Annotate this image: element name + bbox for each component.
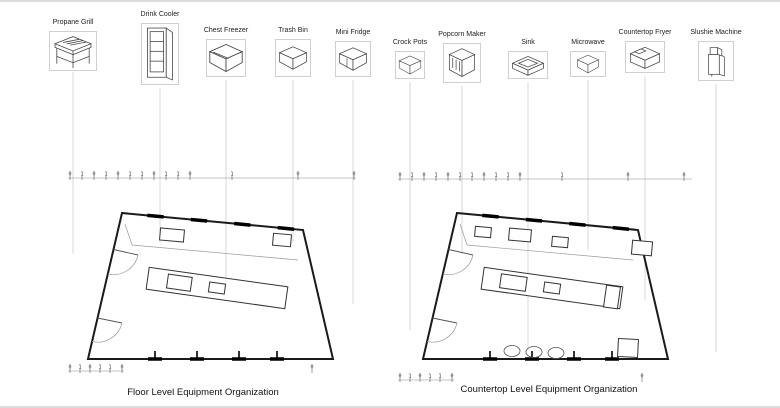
equipment-label: Slushie Machine [690, 29, 742, 36]
right-plan-caption: Countertop Level Equipment Organization [460, 384, 638, 395]
svg-text:1: 1 [80, 172, 83, 178]
drink-cooler-icon [141, 23, 179, 85]
center-island [145, 266, 289, 310]
plan-equipment-rect [602, 284, 622, 310]
svg-text:0: 0 [450, 374, 453, 380]
svg-text:1: 1 [434, 173, 437, 179]
svg-text:1: 1 [104, 172, 107, 178]
svg-text:0: 0 [152, 172, 155, 178]
svg-text:1: 1 [176, 172, 179, 178]
equipment-item-microwave: Microwave [556, 38, 620, 77]
svg-text:0: 0 [296, 172, 299, 178]
svg-text:1: 1 [470, 173, 473, 179]
left-plan-caption: Floor Level Equipment Organization [127, 387, 279, 398]
floor-level-plan [86, 211, 335, 361]
svg-text:0: 0 [310, 365, 313, 371]
equipment-label: Chest Freezer [203, 27, 249, 34]
svg-text:0: 0 [92, 172, 95, 178]
microwave-icon [570, 51, 606, 77]
svg-text:1: 1 [438, 374, 441, 380]
equipment-item-chest-freezer: Chest Freezer [194, 26, 258, 77]
popcorn-maker-icon [443, 43, 481, 83]
plan-equipment-rect [158, 227, 186, 243]
equipment-label: Popcorn Maker [438, 31, 486, 38]
svg-text:1: 1 [494, 173, 497, 179]
equipment-item-trash-bin: Trash Bin [261, 26, 325, 77]
svg-text:1: 1 [560, 173, 563, 179]
door-symbol [91, 249, 139, 343]
svg-text:1: 1 [140, 172, 143, 178]
svg-text:0: 0 [482, 173, 485, 179]
chest-freezer-icon [206, 39, 246, 77]
svg-text:0: 0 [68, 365, 71, 371]
plan-equipment-rect [271, 232, 293, 248]
equipment-item-drink-cooler: Drink Cooler [128, 10, 192, 85]
equipment-item-crock-pots: Crock Pots [378, 38, 442, 79]
right-bottom-dimension: 0 1 0 1 1 0 0 [398, 374, 644, 382]
equipment-label: Crock Pots [392, 39, 428, 46]
equipment-label: Microwave [571, 39, 605, 46]
plan-equipment-rect [507, 227, 533, 243]
svg-text:1: 1 [108, 365, 111, 371]
trash-bin-icon [275, 39, 311, 77]
left-scale-bar: 0 1 0 1 0 1 1 0 1 1 0 1 0 0 [68, 172, 356, 180]
equipment-label: Drink Cooler [140, 11, 180, 18]
plan-equipment-rect [474, 225, 492, 239]
svg-text:1: 1 [78, 365, 81, 371]
plan-equipment-rect [551, 235, 569, 249]
svg-text:0: 0 [398, 173, 401, 179]
equipment-item-propane-grill: Propane Grill [41, 18, 105, 71]
equipment-item-sink: Sink [496, 38, 560, 79]
svg-text:1: 1 [458, 173, 461, 179]
leader-lines [72, 72, 717, 352]
svg-text:0: 0 [120, 365, 123, 371]
svg-text:1: 1 [506, 173, 509, 179]
svg-text:1: 1 [410, 173, 413, 179]
svg-text:1: 1 [408, 374, 411, 380]
crock-pot-circles [503, 345, 565, 359]
svg-text:0: 0 [518, 173, 521, 179]
plan-equipment-rect [630, 239, 654, 257]
equipment-item-slushie-machine: Slushie Machine [684, 28, 748, 81]
mini-fridge-icon [335, 41, 371, 77]
countertop-fryer-icon [625, 41, 665, 73]
equipment-label: Sink [521, 39, 535, 46]
svg-text:0: 0 [626, 173, 629, 179]
slushie-machine-icon [698, 41, 734, 81]
svg-text:0: 0 [352, 172, 355, 178]
svg-text:0: 0 [418, 374, 421, 380]
right-scale-bar: 0 1 0 1 0 1 1 0 1 1 0 1 0 0 [398, 173, 692, 181]
svg-text:0: 0 [640, 374, 643, 380]
svg-text:1: 1 [98, 365, 101, 371]
equipment-item-popcorn-maker: Popcorn Maker [430, 30, 494, 83]
equipment-label: Propane Grill [52, 19, 94, 26]
equipment-label: Countertop Fryer [618, 29, 672, 36]
svg-text:0: 0 [188, 172, 191, 178]
svg-text:1: 1 [164, 172, 167, 178]
equipment-label: Trash Bin [278, 27, 308, 34]
svg-text:0: 0 [446, 173, 449, 179]
crock-pots-icon [395, 51, 425, 79]
equipment-item-mini-fridge: Mini Fridge [321, 28, 385, 77]
sink-icon [508, 51, 548, 79]
countertop-level-plan [421, 211, 670, 361]
svg-text:1: 1 [428, 374, 431, 380]
equipment-item-countertop-fryer: Countertop Fryer [613, 28, 677, 73]
svg-text:1: 1 [230, 172, 233, 178]
plan-equipment-rect [617, 337, 639, 359]
svg-text:0: 0 [88, 365, 91, 371]
svg-text:1: 1 [128, 172, 131, 178]
svg-text:0: 0 [682, 173, 685, 179]
left-bottom-dimension: 0 1 0 1 1 0 0 [68, 365, 314, 373]
svg-text:0: 0 [398, 374, 401, 380]
svg-text:0: 0 [116, 172, 119, 178]
door-symbol [426, 249, 474, 343]
center-island [480, 266, 624, 310]
svg-text:0: 0 [422, 173, 425, 179]
svg-text:0: 0 [68, 172, 71, 178]
equipment-label: Mini Fridge [335, 29, 371, 36]
propane-grill-icon [49, 31, 97, 71]
